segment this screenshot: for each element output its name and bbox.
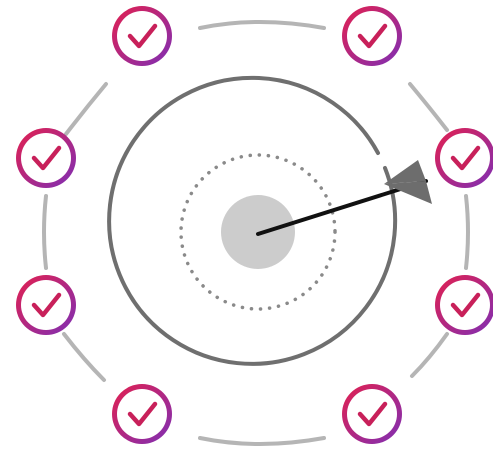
arrow-fletching-top [384,160,426,184]
outer-ring-lower-right [412,334,447,376]
outer-ring-bottom [200,438,324,444]
check-circle-icon [342,384,402,444]
check-circle-icon [16,128,76,188]
outer-ring-upper-right [410,84,447,130]
check-circle-icon [112,384,172,444]
check-circle-icon [435,275,493,335]
outer-ring-top [200,22,324,28]
outer-ring-right [466,196,468,268]
check-circle-icon [16,275,76,335]
outer-ring-upper-left [66,84,106,134]
outer-ring-lower-left [64,334,104,380]
check-circle-icon [112,6,172,66]
outer-ring-left [44,196,46,268]
check-circle-icon [435,128,493,188]
check-circle-icon [342,6,402,66]
